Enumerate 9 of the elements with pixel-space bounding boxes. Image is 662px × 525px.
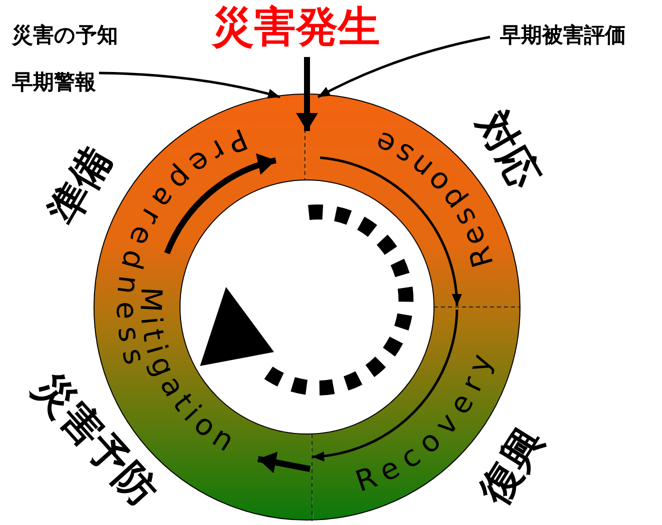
- annotation-text: 早期警報: [12, 71, 96, 94]
- phase-label: 準備: [40, 140, 120, 232]
- arrow: [296, 57, 318, 131]
- annotation-text: 災害の予知: [12, 24, 118, 48]
- arrow: [98, 72, 280, 99]
- arrow: [257, 452, 311, 474]
- annotation-text: 早期被害評価: [500, 24, 626, 48]
- arrow: [317, 36, 490, 98]
- event-title: 災害発生: [212, 4, 380, 50]
